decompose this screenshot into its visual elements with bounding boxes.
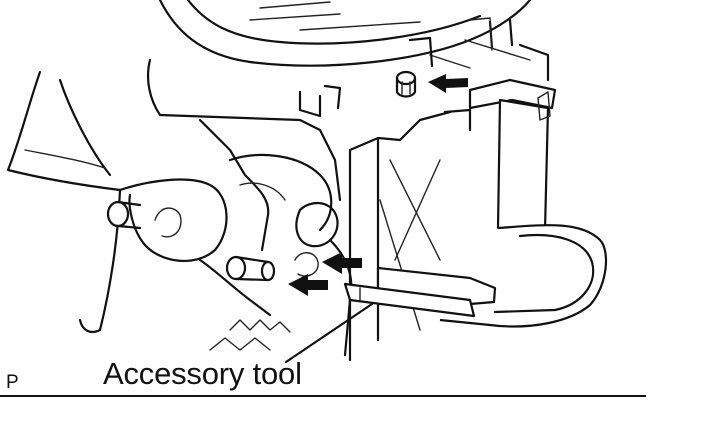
arrow-top bbox=[428, 74, 468, 93]
left-body bbox=[6, 70, 228, 334]
leader-line bbox=[284, 302, 374, 364]
center-mechanism bbox=[198, 118, 353, 357]
callout-label: Accessory tool bbox=[103, 356, 302, 391]
top-knob bbox=[395, 70, 417, 98]
upper-housing bbox=[146, 0, 550, 122]
figure-code: P bbox=[6, 372, 19, 393]
arrow-middle bbox=[322, 252, 362, 274]
pin-left bbox=[225, 255, 276, 282]
accessory-tool bbox=[343, 78, 607, 328]
arrow-lower bbox=[288, 274, 328, 296]
